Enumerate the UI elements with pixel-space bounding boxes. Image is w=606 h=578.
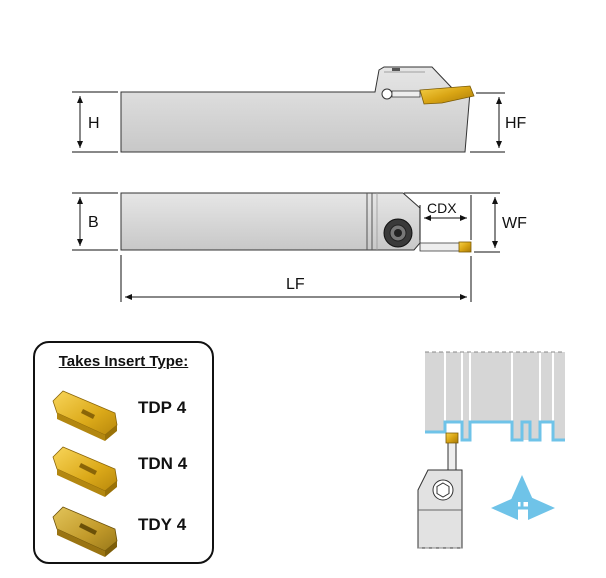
machining-diagram [417,351,565,549]
top-insert [458,241,472,253]
label-b: B [88,214,99,231]
label-lf: LF [286,276,305,293]
side-view [120,66,475,153]
label-hf: HF [505,115,527,132]
insert-label-tdn: TDN 4 [138,454,187,474]
insert-image-tdy [52,506,118,557]
insert-image-tdn [52,446,118,497]
motion-arrows [491,475,555,520]
label-wf: WF [502,215,527,232]
clamp-screw [383,218,413,248]
insert-size-tdy: 4 [176,515,187,534]
insert-code-tdp: TDP [138,398,172,417]
label-h: H [88,115,100,132]
diagram-insert [445,432,459,444]
insert-label-tdp: TDP 4 [138,398,186,418]
dimension-lf: LF [120,255,472,302]
top-view [120,192,472,253]
insert-panel-title: Takes Insert Type: [58,353,189,370]
label-cdx: CDX [427,200,457,216]
dimension-h: H [72,91,118,153]
insert-label-tdy: TDY 4 [138,515,186,535]
dimension-wf: WF [404,192,527,253]
insert-images [52,390,118,557]
dimension-hf: HF [470,92,527,153]
side-insert [419,85,475,105]
insert-code-tdy: TDY [138,515,172,534]
dimension-cdx: CDX [419,195,472,240]
insert-type-panel: Takes Insert Type: [33,341,214,564]
holder-screw [432,479,454,501]
insert-image-tdp [52,390,118,441]
insert-size-tdp: 4 [176,398,187,417]
insert-size-tdn: 4 [177,454,188,473]
dimension-b: B [72,192,118,251]
insert-code-tdn: TDN [138,454,173,473]
